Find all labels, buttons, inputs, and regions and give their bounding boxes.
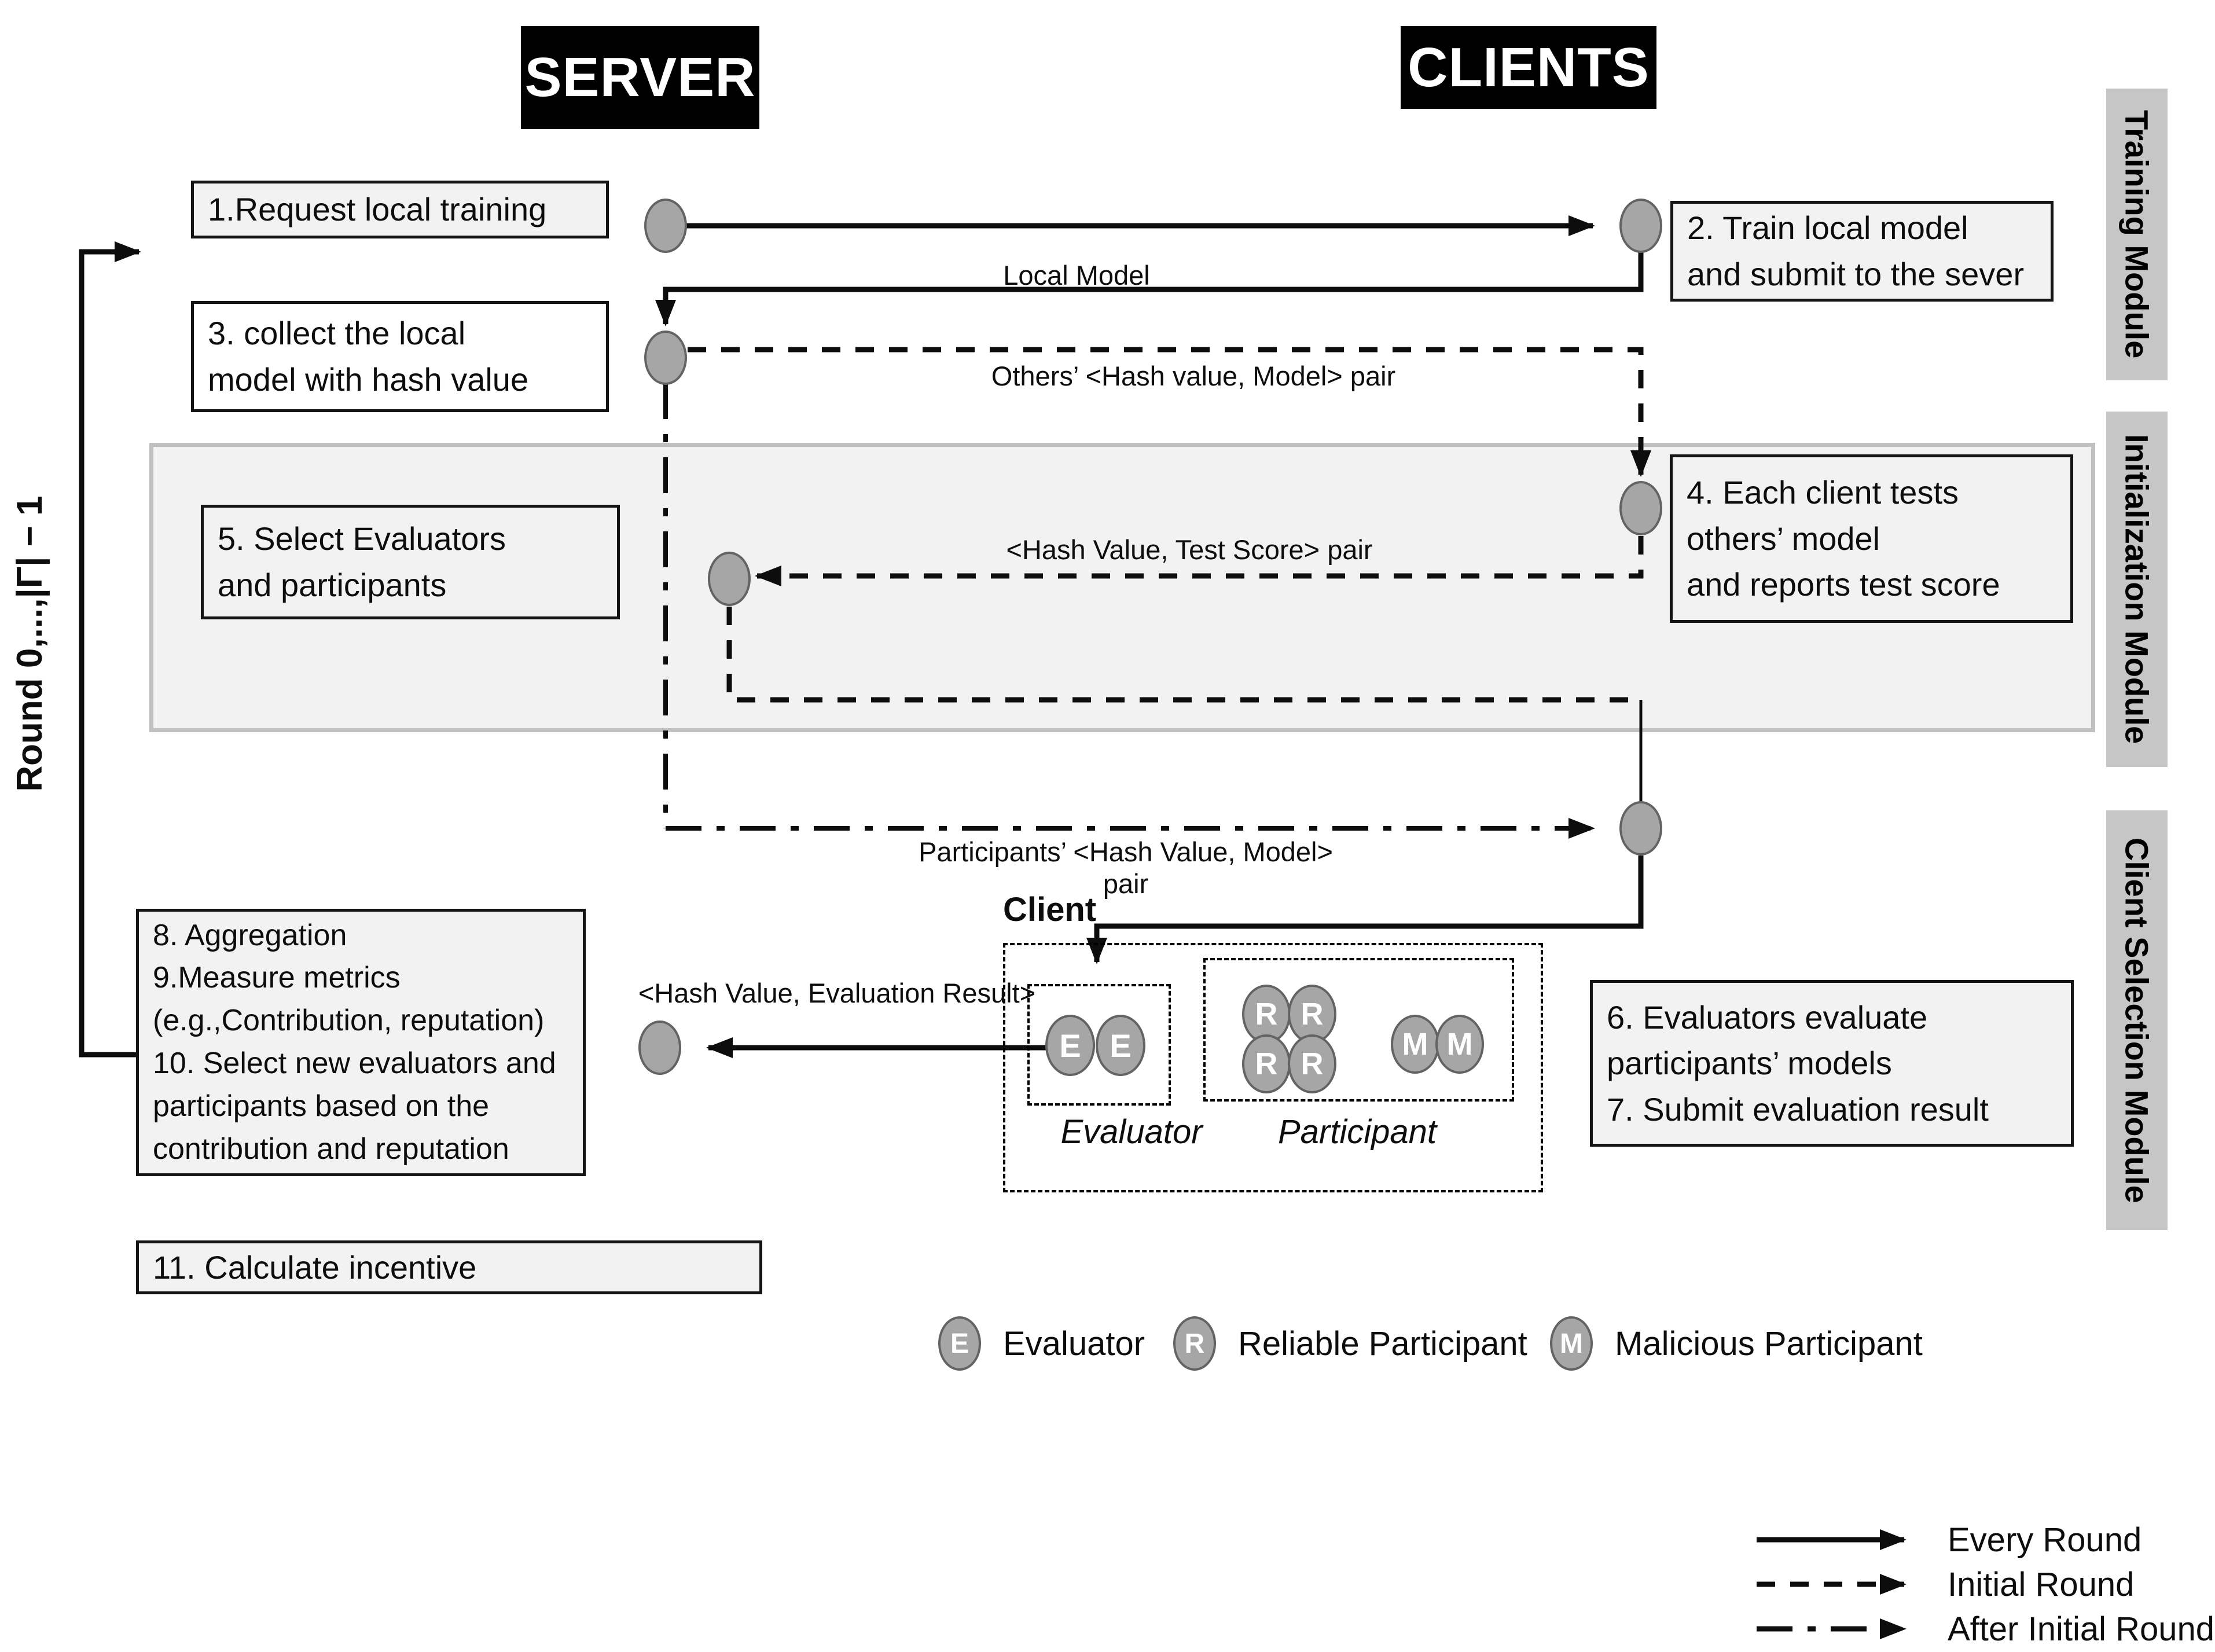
reliable-participant-circle: R — [1288, 1034, 1336, 1093]
client-node-1 — [1619, 199, 1662, 253]
evaluator-circle: E — [1045, 1015, 1095, 1076]
arrow-others-pair-dashed — [688, 347, 1651, 477]
step1-box: 1.Request local training — [191, 181, 609, 238]
step9-line: 9.Measure metrics — [153, 961, 401, 995]
step8-10-box: 8. Aggregation 9.Measure metrics (e.g.,C… — [136, 909, 586, 1176]
client-group-box — [1003, 943, 1543, 1192]
round-range-label: Round 0,...,|Γ| − 1 — [10, 495, 50, 792]
step6-line2: participants’ models — [1607, 1045, 1892, 1082]
local-model-label: Local Model — [1003, 260, 1150, 291]
server-node-2 — [644, 331, 687, 385]
clients-header: CLIENTS — [1401, 26, 1656, 109]
step2-line2: and submit to the sever — [1687, 256, 2025, 292]
arrow-test-score-dashed — [755, 536, 1644, 586]
server-node-1 — [644, 199, 687, 253]
step10-line1: 10. Select new evaluators and — [153, 1047, 556, 1080]
step10-line3: contribution and reputation — [153, 1132, 509, 1166]
evaluator-caption: Evaluator — [1060, 1113, 1203, 1151]
step4-line3: and reports test score — [1687, 566, 2000, 603]
step2-box: 2. Train local model and submit to the s… — [1670, 201, 2054, 302]
step4-line2: others’ model — [1687, 520, 1880, 557]
step7-line: 7. Submit evaluation result — [1607, 1091, 1989, 1128]
reliable-participant-circle: R — [1242, 1034, 1291, 1093]
legend-initial-round-label: Initial Round — [1948, 1565, 2135, 1603]
path-select-dashed — [726, 607, 1641, 703]
client-node-2 — [1619, 481, 1662, 535]
step3-line1: 3. collect the local — [208, 315, 466, 352]
step1-text: 1.Request local training — [208, 191, 547, 228]
step67-box: 6. Evaluators evaluate participants’ mod… — [1590, 980, 2074, 1147]
step5-line1: 5. Select Evaluators — [218, 520, 506, 557]
malicious-participant-circle: M — [1435, 1015, 1484, 1074]
participant-box — [1203, 958, 1514, 1102]
step10-line2: participants based on the — [153, 1089, 490, 1123]
client-group-title: Client — [1003, 891, 1097, 928]
legend-every-round-label: Every Round — [1948, 1521, 2142, 1559]
participant-caption: Participant — [1277, 1113, 1437, 1151]
step3-line2: model with hash value — [208, 361, 529, 398]
evaluation-result-label: <Hash Value, Evaluation Result> — [638, 978, 1036, 1008]
legend-reliable-label: Reliable Participant — [1238, 1324, 1527, 1363]
server-header: SERVER — [521, 26, 759, 129]
test-score-pair-label: <Hash Value, Test Score> pair — [1006, 534, 1373, 565]
evaluator-box — [1027, 984, 1171, 1106]
evaluator-circle: E — [1096, 1015, 1145, 1076]
step4-box: 4. Each client tests others’ model and r… — [1670, 454, 2073, 623]
server-node-3 — [708, 552, 751, 606]
arrow-local-model — [655, 226, 1644, 326]
malicious-participant-circle: M — [1391, 1015, 1439, 1074]
module-tab-training: Training Module — [2106, 89, 2168, 380]
module-tab-client-selection: Client Selection Module — [2106, 810, 2168, 1230]
step6-line1: 6. Evaluators evaluate — [1607, 998, 1928, 1036]
others-pair-label: Others’ <Hash value, Model> pair — [991, 361, 1396, 391]
step11-box: 11. Calculate incentive — [136, 1240, 762, 1294]
legend-evaluator-circle: E — [938, 1316, 981, 1371]
round-loop-arrow — [79, 241, 141, 1058]
step5-line2: and participants — [218, 567, 447, 603]
legend-reliable-circle: R — [1173, 1316, 1216, 1371]
legend-malicious-circle: M — [1550, 1316, 1593, 1371]
client-node-3 — [1619, 801, 1662, 856]
step2-line1: 2. Train local model — [1687, 210, 1968, 247]
module-tab-initialization: Initialization Module — [2106, 412, 2168, 767]
participants-pair-label: Participants’ <Hash Value, Model> pair — [919, 836, 1333, 899]
step5-box: 5. Select Evaluators and participants — [201, 505, 620, 619]
legend-after-initial-round-label: After Initial Round — [1948, 1610, 2215, 1648]
legend-evaluator-label: Evaluator — [1003, 1324, 1145, 1363]
step4-line1: 4. Each client tests — [1687, 474, 1959, 511]
legend-malicious-label: Malicious Participant — [1615, 1324, 1923, 1363]
server-node-4 — [638, 1020, 681, 1075]
step11-text: 11. Calculate incentive — [153, 1249, 477, 1286]
step3-box: 3. collect the local model with hash val… — [191, 301, 609, 412]
step8-line: 8. Aggregation — [153, 918, 347, 952]
step9-line2: (e.g.,Contribution, reputation) — [153, 1004, 545, 1038]
